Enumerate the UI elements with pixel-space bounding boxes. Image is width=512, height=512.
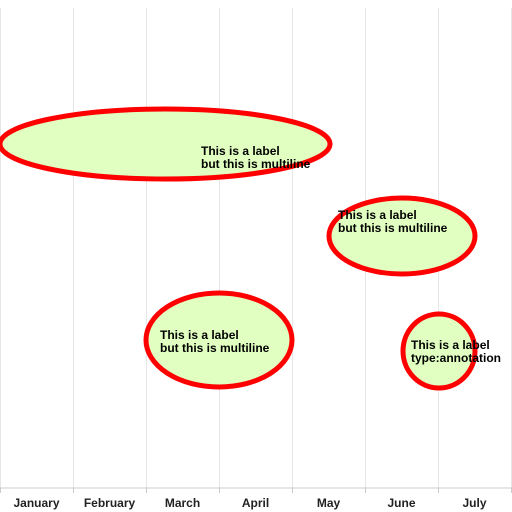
annotation-label-line: type:annotation xyxy=(411,351,501,365)
x-tick-labels: January February March April May June July xyxy=(13,496,486,510)
annotation-label-line: but this is multiline xyxy=(160,341,270,355)
annotation-ellipse xyxy=(0,106,333,182)
annotation-ellipse xyxy=(400,311,478,391)
x-tick-label: April xyxy=(242,496,269,510)
annotation-label-line: This is a label xyxy=(411,338,490,352)
annotation-ellipses xyxy=(0,106,478,391)
annotation-label-line: but this is multiline xyxy=(338,221,448,235)
x-tick-label: May xyxy=(317,496,341,510)
annotation-label-line: This is a label xyxy=(160,328,239,342)
x-tick-label: July xyxy=(462,496,486,510)
x-tick-label: June xyxy=(387,496,415,510)
annotation-ellipse xyxy=(326,195,478,277)
x-tick-label: February xyxy=(84,496,136,510)
annotation-label-line: This is a label xyxy=(201,144,280,158)
annotation-label-line: This is a label xyxy=(338,208,417,222)
annotation-ellipse xyxy=(143,290,295,390)
annotation-label-line: but this is multiline xyxy=(201,157,311,171)
x-tick-label: January xyxy=(13,496,59,510)
x-tick-label: March xyxy=(165,496,200,510)
